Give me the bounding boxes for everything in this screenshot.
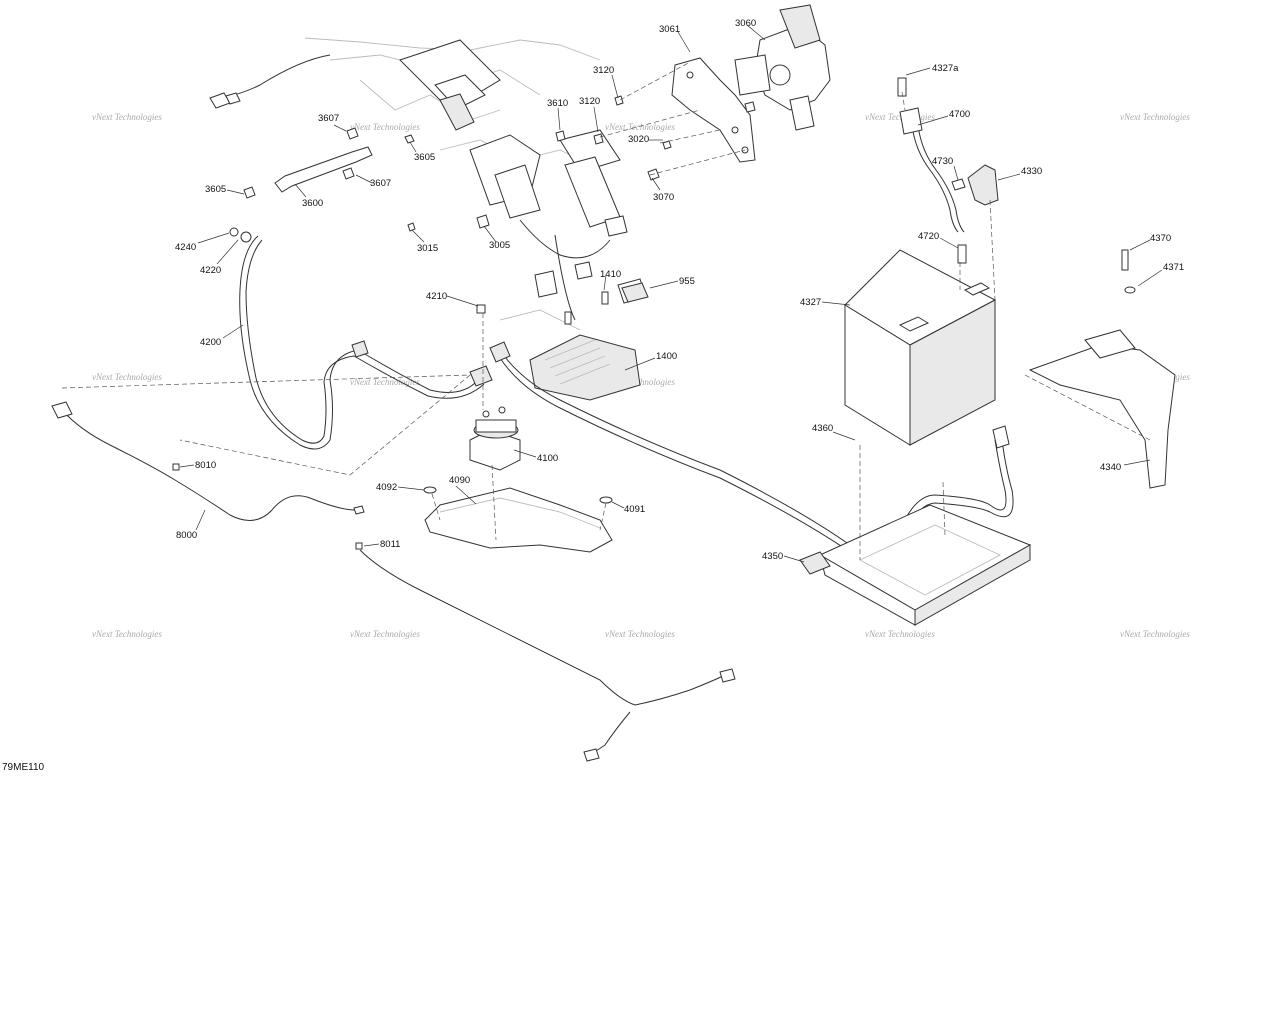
- battery-tray-4350: [799, 504, 1032, 626]
- callout-4370[interactable]: 4370: [1150, 233, 1171, 244]
- callout-4327[interactable]: 4327: [800, 297, 821, 308]
- callout-3610[interactable]: 3610: [547, 98, 568, 109]
- regulator-1400: [529, 334, 641, 401]
- wiring-harness: [399, 39, 647, 321]
- watermark: vNext Technologies: [350, 122, 420, 132]
- diagram-code: 79ME110: [2, 762, 45, 773]
- callout-4092[interactable]: 4092: [376, 482, 397, 493]
- watermark: vNext Technologies: [92, 629, 162, 639]
- watermark: vNext Technologies: [605, 629, 675, 639]
- callout-4200[interactable]: 4200: [200, 337, 221, 348]
- harness-8000: [51, 401, 365, 521]
- callout-3605[interactable]: 3605: [205, 184, 226, 195]
- callout-3005[interactable]: 3005: [489, 240, 510, 251]
- callout-4340[interactable]: 4340: [1100, 462, 1121, 473]
- callout-1410[interactable]: 1410: [600, 269, 621, 280]
- assembly-dash-lines: [61, 61, 1151, 560]
- callout-3061[interactable]: 3061: [659, 24, 680, 35]
- actuator-3060: [734, 4, 831, 131]
- callout-4720[interactable]: 4720: [918, 231, 939, 242]
- callout-4371[interactable]: 4371: [1163, 262, 1184, 273]
- bracket-3061: [671, 57, 756, 163]
- callout-1400[interactable]: 1400: [656, 351, 677, 362]
- watermark: vNext Technologies: [1120, 629, 1190, 639]
- callout-4330[interactable]: 4330: [1021, 166, 1042, 177]
- mounting-plate-4090: [424, 487, 613, 553]
- callout-4700[interactable]: 4700: [949, 109, 970, 120]
- callout-4350[interactable]: 4350: [762, 551, 783, 562]
- bracket-4340: [992, 249, 1176, 489]
- watermark: vNext Technologies: [865, 112, 935, 122]
- callout-4091[interactable]: 4091: [624, 504, 645, 515]
- callout-3600[interactable]: 3600: [302, 198, 323, 209]
- callout-4220[interactable]: 4220: [200, 265, 221, 276]
- callout-4210[interactable]: 4210: [426, 291, 447, 302]
- callout-3070[interactable]: 3070: [653, 192, 674, 203]
- callout-4360[interactable]: 4360: [812, 423, 833, 434]
- callout-4240[interactable]: 4240: [175, 242, 196, 253]
- callout-labels: 3061 3060 3120 3120 3610 3020 3070 3607 …: [175, 18, 1184, 562]
- callout-4327a[interactable]: 4327a: [932, 63, 959, 74]
- callout-3607[interactable]: 3607: [318, 113, 339, 124]
- solenoid-4100: [469, 406, 521, 471]
- callout-8000[interactable]: 8000: [176, 530, 197, 541]
- callout-4090[interactable]: 4090: [449, 475, 470, 486]
- fastener-group-top: [243, 95, 756, 232]
- battery-cable-4200: [229, 227, 493, 450]
- callout-3120[interactable]: 3120: [593, 65, 614, 76]
- watermark: vNext Technologies: [865, 629, 935, 639]
- ground-strap-3600: [274, 146, 373, 193]
- harness-8011: [359, 549, 736, 762]
- rivet-group: [172, 282, 649, 550]
- watermark: vNext Technologies: [92, 372, 162, 382]
- callout-3015[interactable]: 3015: [417, 243, 438, 254]
- callout-3020[interactable]: 3020: [628, 134, 649, 145]
- callout-8010[interactable]: 8010: [195, 460, 216, 471]
- callout-8011[interactable]: 8011: [380, 539, 400, 550]
- watermark: vNext Technologies: [350, 629, 420, 639]
- strap-4700: [897, 77, 965, 233]
- callout-3060[interactable]: 3060: [735, 18, 756, 29]
- callout-3607[interactable]: 3607: [370, 178, 391, 189]
- callout-955[interactable]: 955: [679, 276, 695, 287]
- terminal-cover-4330: [951, 164, 999, 264]
- callout-3120[interactable]: 3120: [579, 96, 600, 107]
- callout-4730[interactable]: 4730: [932, 156, 953, 167]
- watermark: vNext Technologies: [605, 122, 675, 132]
- callout-3605[interactable]: 3605: [414, 152, 435, 163]
- battery-4327: [844, 249, 997, 446]
- callout-leaders: [179, 24, 1163, 563]
- watermark: vNext Technologies: [350, 377, 420, 387]
- callout-4100[interactable]: 4100: [537, 453, 558, 464]
- watermark: vNext Technologies: [92, 112, 162, 122]
- watermark: vNext Technologies: [1120, 112, 1190, 122]
- watermark: vNext Technologies: [605, 377, 675, 387]
